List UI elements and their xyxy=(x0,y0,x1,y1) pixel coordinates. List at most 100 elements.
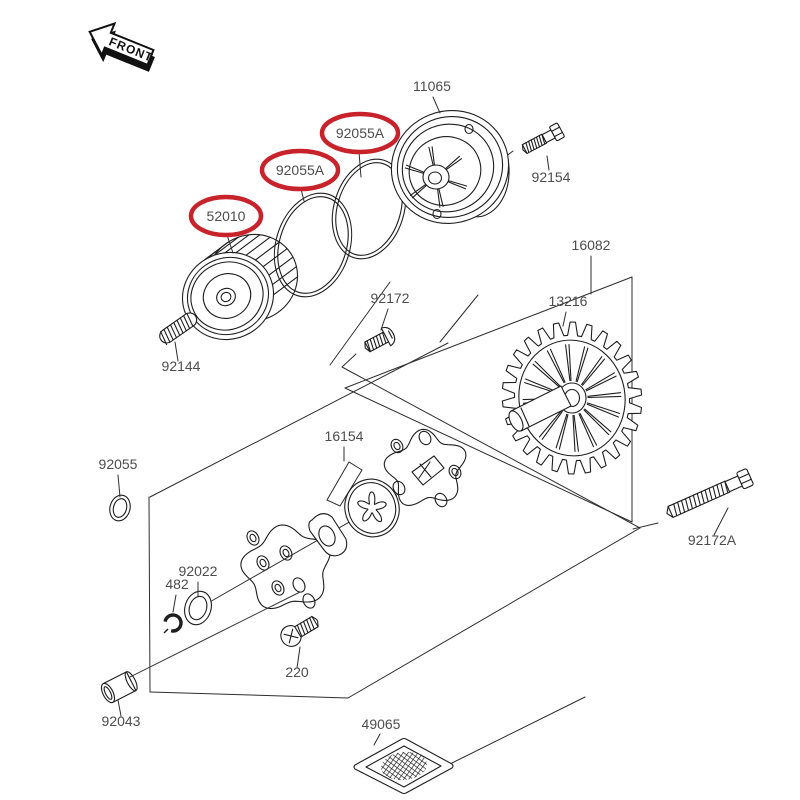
part-label-pump-assembly[interactable]: 16082 xyxy=(572,237,611,253)
gear-drawing-shape xyxy=(538,410,562,438)
leader-lines-shape xyxy=(380,308,389,331)
part-label-rotor-set[interactable]: 16154 xyxy=(325,428,364,444)
cover-plate-drawing-shape xyxy=(282,548,290,558)
pump-cover-drawing-shape xyxy=(401,123,495,213)
part-label-body-screw[interactable]: 92172 xyxy=(371,290,410,306)
gear-drawing-shape xyxy=(555,413,568,449)
rotor-set-region-outline xyxy=(326,461,363,507)
oil-filter-pleats-shape xyxy=(268,256,294,276)
cover-plate-drawing-shape xyxy=(249,533,257,543)
highlight-ring-oring-left[interactable] xyxy=(259,148,341,192)
gear-drawing-shape xyxy=(546,350,565,384)
outer-rotor-drawing-shape xyxy=(347,482,397,534)
oil-filter-pleats-shape xyxy=(271,266,298,286)
gear-drawing-shape xyxy=(534,360,561,387)
oil-filter-drawing-shape xyxy=(190,261,264,331)
front-direction-badge: FRONT xyxy=(88,21,155,72)
oil-filter-pleats-shape xyxy=(272,276,299,296)
oil-filter-drawing xyxy=(181,233,299,341)
bolt-threads-shape xyxy=(677,501,682,515)
dowel-pin-drawing xyxy=(100,671,138,704)
pump-cover-drawing-shape xyxy=(408,136,482,206)
cover-plate-drawing-shape xyxy=(246,530,260,546)
shaft-axis-lines-shape xyxy=(123,591,301,681)
small-oring-drawing xyxy=(109,494,131,522)
part-label-oil-filter[interactable]: 52010 xyxy=(207,208,246,224)
leader-lines-shape xyxy=(562,311,567,327)
bolt-threads-shape xyxy=(716,484,721,498)
gear-drawing-shape xyxy=(541,410,563,440)
part-label-washer[interactable]: 92022 xyxy=(179,563,218,579)
highlight-ring-oil-filter[interactable] xyxy=(188,194,264,238)
screw-threads-shape xyxy=(381,332,387,344)
gear-drawing-shape xyxy=(532,363,560,388)
part-label-plate-screw[interactable]: 220 xyxy=(285,664,309,680)
outer-rotor-drawing-shape xyxy=(357,491,387,523)
screw-threads-shape xyxy=(369,338,375,351)
pump-body-drawing-shape xyxy=(434,492,448,508)
screw-threads-shape xyxy=(302,620,309,634)
leader-lines-shape xyxy=(296,646,301,669)
spring-coils-shape xyxy=(186,312,194,327)
callout-oil-filter[interactable]: 52010 xyxy=(188,194,264,238)
plate-screw-drawing xyxy=(280,615,319,647)
gear-drawing-shape xyxy=(582,358,606,386)
impeller-spokes-shape xyxy=(444,155,461,170)
part-label-pump-cover[interactable]: 11065 xyxy=(413,78,451,94)
screw-threads-shape xyxy=(296,624,303,638)
pump-body-drawing-shape xyxy=(390,438,404,454)
gear-drawing-shape xyxy=(584,408,612,433)
spring-coils-shape xyxy=(179,317,187,332)
highlight-ring-oring-right[interactable] xyxy=(319,111,401,155)
leader-lines-shape xyxy=(117,699,122,717)
oil-filter-pleats-shape xyxy=(235,234,261,254)
part-label-gear[interactable]: 13216 xyxy=(549,293,588,309)
bolt-threads-shape xyxy=(708,487,713,501)
gear-drawing-shape xyxy=(576,347,589,383)
part-label-oil-screen[interactable]: 49065 xyxy=(362,716,401,732)
impeller-spokes-shape xyxy=(445,158,463,171)
gear-shaft-drawing-shape xyxy=(520,407,530,427)
gear-drawing-shape xyxy=(579,412,598,446)
spring-coils-shape xyxy=(183,315,191,330)
oring-large-left-drawing-shape xyxy=(277,196,349,294)
part-label-spring[interactable]: 92144 xyxy=(162,358,201,374)
impeller-spokes-shape xyxy=(431,146,436,167)
part-label-oring-large-left[interactable]: 92055A xyxy=(276,162,325,178)
assembly-guide-lines-shape xyxy=(149,691,349,699)
oring-large-right-drawing-shape xyxy=(331,158,407,260)
front-arrow-face xyxy=(88,21,155,67)
body-screw-drawing xyxy=(364,326,396,353)
dowel-pin-drawing-shape xyxy=(100,682,116,704)
bolt-threads-shape xyxy=(724,480,729,494)
leader-lines-shape xyxy=(358,151,362,178)
part-label-stud-bolt[interactable]: 92172A xyxy=(688,532,737,548)
bolt-threads-shape xyxy=(712,485,717,499)
leader-lines-shape xyxy=(172,594,177,613)
part-label-oring-large-right[interactable]: 92055A xyxy=(336,125,385,141)
bolt-threads-shape xyxy=(700,491,705,505)
spring-coils-shape xyxy=(169,324,178,339)
small-oring-drawing-shape xyxy=(109,494,131,522)
part-label-cover-bolt[interactable]: 92154 xyxy=(532,169,571,185)
oil-filter-pleats-shape xyxy=(245,236,271,256)
gear-drawing-shape xyxy=(572,414,576,452)
leader-lines-shape xyxy=(117,474,121,498)
part-label-circlip[interactable]: 482 xyxy=(165,576,189,592)
screw-threads xyxy=(296,617,315,638)
callout-oring-large-right[interactable]: 92055A xyxy=(319,111,401,155)
washer-drawing-shape xyxy=(188,595,208,621)
spring-coils-shape xyxy=(163,328,171,343)
screw-threads-shape xyxy=(372,336,378,349)
assembly-guide-lines-shape xyxy=(451,696,586,764)
part-label-dowel-pin[interactable]: 92043 xyxy=(102,713,141,729)
pump-body-drawing-shape xyxy=(451,467,459,477)
callout-oring-large-left[interactable]: 92055A xyxy=(259,148,341,192)
oring-large-right-drawing-shape xyxy=(335,162,403,256)
pump-body-drawing-shape xyxy=(448,464,462,480)
oil-screen-drawing xyxy=(353,737,454,795)
pump-cover-drawing xyxy=(390,110,510,224)
washer-drawing xyxy=(184,590,212,626)
part-label-small-oring[interactable]: 92055 xyxy=(99,456,138,472)
